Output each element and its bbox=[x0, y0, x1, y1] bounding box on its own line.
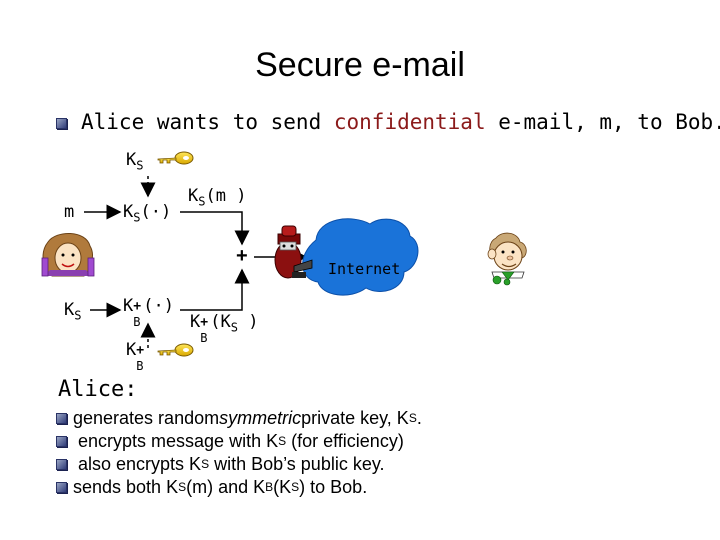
ks-top-label: KS bbox=[126, 150, 144, 173]
intro-text-before: Alice wants to send bbox=[81, 110, 334, 134]
m-label: m bbox=[64, 202, 75, 222]
ksm-label: KS(m ) bbox=[188, 186, 247, 209]
kb-encrypt-box: K+B(·) bbox=[123, 296, 174, 329]
key-icon-kb bbox=[157, 343, 194, 357]
bullet-icon bbox=[56, 459, 67, 470]
alice-steps: generates random symmetric private key, … bbox=[56, 407, 422, 499]
intro-text-after: e-mail, m, to Bob. bbox=[485, 110, 720, 134]
kbks-label: K+B(KS ) bbox=[190, 312, 259, 345]
plus-circle bbox=[231, 246, 253, 268]
bullet-icon bbox=[56, 436, 67, 447]
intro-line: Alice wants to send confidential e-mail,… bbox=[56, 110, 720, 134]
intruder-icon bbox=[274, 225, 313, 279]
ks-to-plus-line bbox=[180, 211, 250, 246]
internet-cloud-icon bbox=[302, 218, 419, 296]
ks-encrypt-box: KS(·) bbox=[123, 202, 172, 225]
bullet-icon bbox=[56, 117, 67, 129]
intro-text-accent: confidential bbox=[333, 110, 486, 134]
step-1: generates random symmetric private key, … bbox=[56, 407, 422, 430]
ks-left-label: KS bbox=[64, 300, 82, 323]
kb-to-plus-line bbox=[180, 268, 250, 311]
slide-title: Secure e-mail bbox=[255, 46, 465, 84]
kb-bottom-label: K+B bbox=[126, 340, 145, 373]
alice-icon bbox=[41, 233, 95, 277]
alice-heading: Alice: bbox=[58, 377, 138, 402]
bullet-icon bbox=[56, 482, 67, 493]
internet-label: Internet bbox=[328, 260, 401, 278]
bullet-icon bbox=[56, 413, 67, 424]
key-icon-ks bbox=[157, 151, 194, 165]
plus-sign: + bbox=[236, 245, 248, 267]
bob-icon bbox=[487, 232, 527, 286]
